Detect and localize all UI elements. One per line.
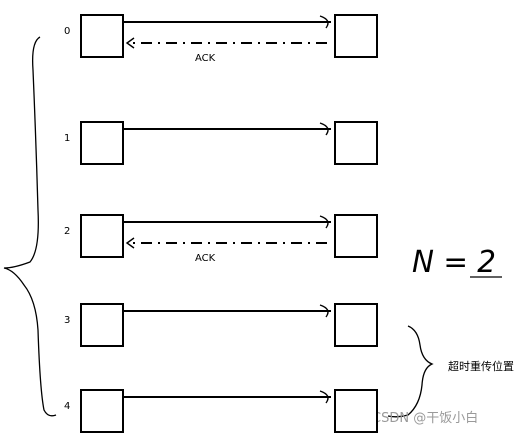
sender-frame-box (80, 303, 124, 347)
ack-label: ACK (195, 253, 216, 264)
watermark-text: CSDN @干饭小白 (372, 410, 478, 426)
sequence-number: 1 (64, 133, 70, 144)
frame-row: 1 (64, 121, 378, 165)
sequence-number: 2 (64, 226, 70, 237)
sender-frame-box (80, 14, 124, 58)
ack-arrowhead (125, 37, 135, 49)
retransmit-right-brace (387, 325, 434, 418)
sender-frame-box (80, 121, 124, 165)
receiver-frame-box (334, 303, 378, 347)
receiver-frame-box (334, 389, 378, 433)
ack-arrowhead (125, 237, 135, 249)
receiver-frame-box (334, 121, 378, 165)
retransmit-label: 超时重传位置 (448, 359, 514, 373)
sequence-number: 0 (64, 26, 70, 37)
frame-row: 4 (64, 389, 378, 433)
data-arrowhead (319, 122, 329, 136)
data-arrowhead (319, 15, 329, 29)
sequence-number: 3 (64, 315, 70, 326)
data-arrowhead (319, 215, 329, 229)
receiver-frame-box (334, 14, 378, 58)
receiver-frame-box (334, 214, 378, 258)
data-arrowhead (319, 304, 329, 318)
data-arrowhead (319, 390, 329, 404)
ack-label: ACK (195, 53, 216, 64)
sequence-number: 4 (64, 401, 70, 412)
sender-frame-box (80, 389, 124, 433)
window-size-note: N = 2 (412, 245, 502, 280)
window-left-brace (3, 36, 57, 417)
sender-frame-box (80, 214, 124, 258)
window-size-text: N = 2 (412, 245, 496, 280)
frame-row: 3 (64, 303, 378, 347)
